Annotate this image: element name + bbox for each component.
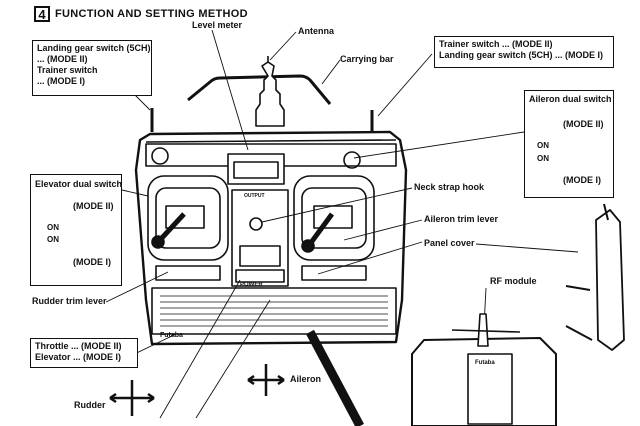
elevator-mode1: (MODE I) bbox=[73, 257, 111, 267]
callout-line: Trainer switch ... (MODE II) bbox=[439, 39, 553, 49]
rf-module-label: RF module bbox=[490, 276, 537, 286]
carrying-bar bbox=[187, 74, 332, 105]
aileron-label: Aileron bbox=[290, 374, 322, 384]
aileron-on1: ON bbox=[537, 141, 549, 150]
transmitter-brand: Futaba bbox=[160, 332, 183, 339]
trainer-callout: Trainer switch ... (MODE II) Landing gea… bbox=[434, 36, 614, 68]
rudder-trim-lever-label: Rudder trim lever bbox=[32, 296, 107, 306]
elevator-on1: ON bbox=[47, 223, 59, 232]
aileron-dual-title: Aileron dual switch bbox=[529, 94, 612, 104]
rf-brand: Futaba bbox=[475, 360, 495, 366]
level-meter-label: Level meter bbox=[192, 20, 243, 30]
landing-gear-callout: Landing gear switch (5CH) ... (MODE II) … bbox=[32, 40, 152, 96]
aileron-dual-switch-box: Aileron dual switch (MODE II) ON ON (MOD… bbox=[524, 90, 614, 198]
elevator-dual-title: Elevator dual switch bbox=[35, 179, 123, 189]
output-label: OUTPUT bbox=[244, 193, 265, 199]
callout-line: ... (MODE II) bbox=[37, 54, 88, 64]
section-title: FUNCTION AND SETTING METHOD bbox=[55, 8, 248, 20]
elevator-mode2: (MODE II) bbox=[73, 201, 114, 211]
callout-line: Elevator ... (MODE I) bbox=[35, 352, 122, 362]
transmitter-body bbox=[134, 130, 408, 346]
elevator-dual-switch-box: Elevator dual switch (MODE II) ON ON (MO… bbox=[30, 174, 122, 286]
rf-module-shape bbox=[411, 337, 557, 426]
callout-line: ... (MODE I) bbox=[37, 76, 85, 86]
aileron-trim-lever-label: Aileron trim lever bbox=[424, 214, 499, 224]
aileron-on2: ON bbox=[537, 154, 549, 163]
elevator-on2: ON bbox=[47, 235, 59, 244]
callout-line: Throttle ... (MODE II) bbox=[35, 341, 122, 351]
section-number: 4 bbox=[34, 6, 50, 22]
rudder-label: Rudder bbox=[74, 400, 106, 410]
antenna-shape bbox=[255, 61, 285, 127]
callout-line: Trainer switch bbox=[37, 65, 98, 75]
panel-cover-label: Panel cover bbox=[424, 238, 475, 248]
section-header: 4 FUNCTION AND SETTING METHOD bbox=[34, 6, 248, 22]
antenna-label: Antenna bbox=[298, 26, 334, 36]
callout-line: Landing gear switch (5CH) ... (MODE I) bbox=[439, 50, 604, 60]
aileron-mode1: (MODE I) bbox=[563, 175, 601, 185]
neck-strap-hook-label: Neck strap hook bbox=[414, 182, 485, 192]
aileron-mode2: (MODE II) bbox=[563, 119, 604, 129]
power-label: POWER bbox=[240, 282, 263, 288]
level-meter-shape bbox=[227, 153, 285, 185]
carrying-bar-label: Carrying bar bbox=[340, 54, 394, 64]
callout-line: Landing gear switch (5CH) bbox=[37, 43, 151, 53]
throttle-callout: Throttle ... (MODE II) Elevator ... (MOD… bbox=[30, 338, 138, 368]
